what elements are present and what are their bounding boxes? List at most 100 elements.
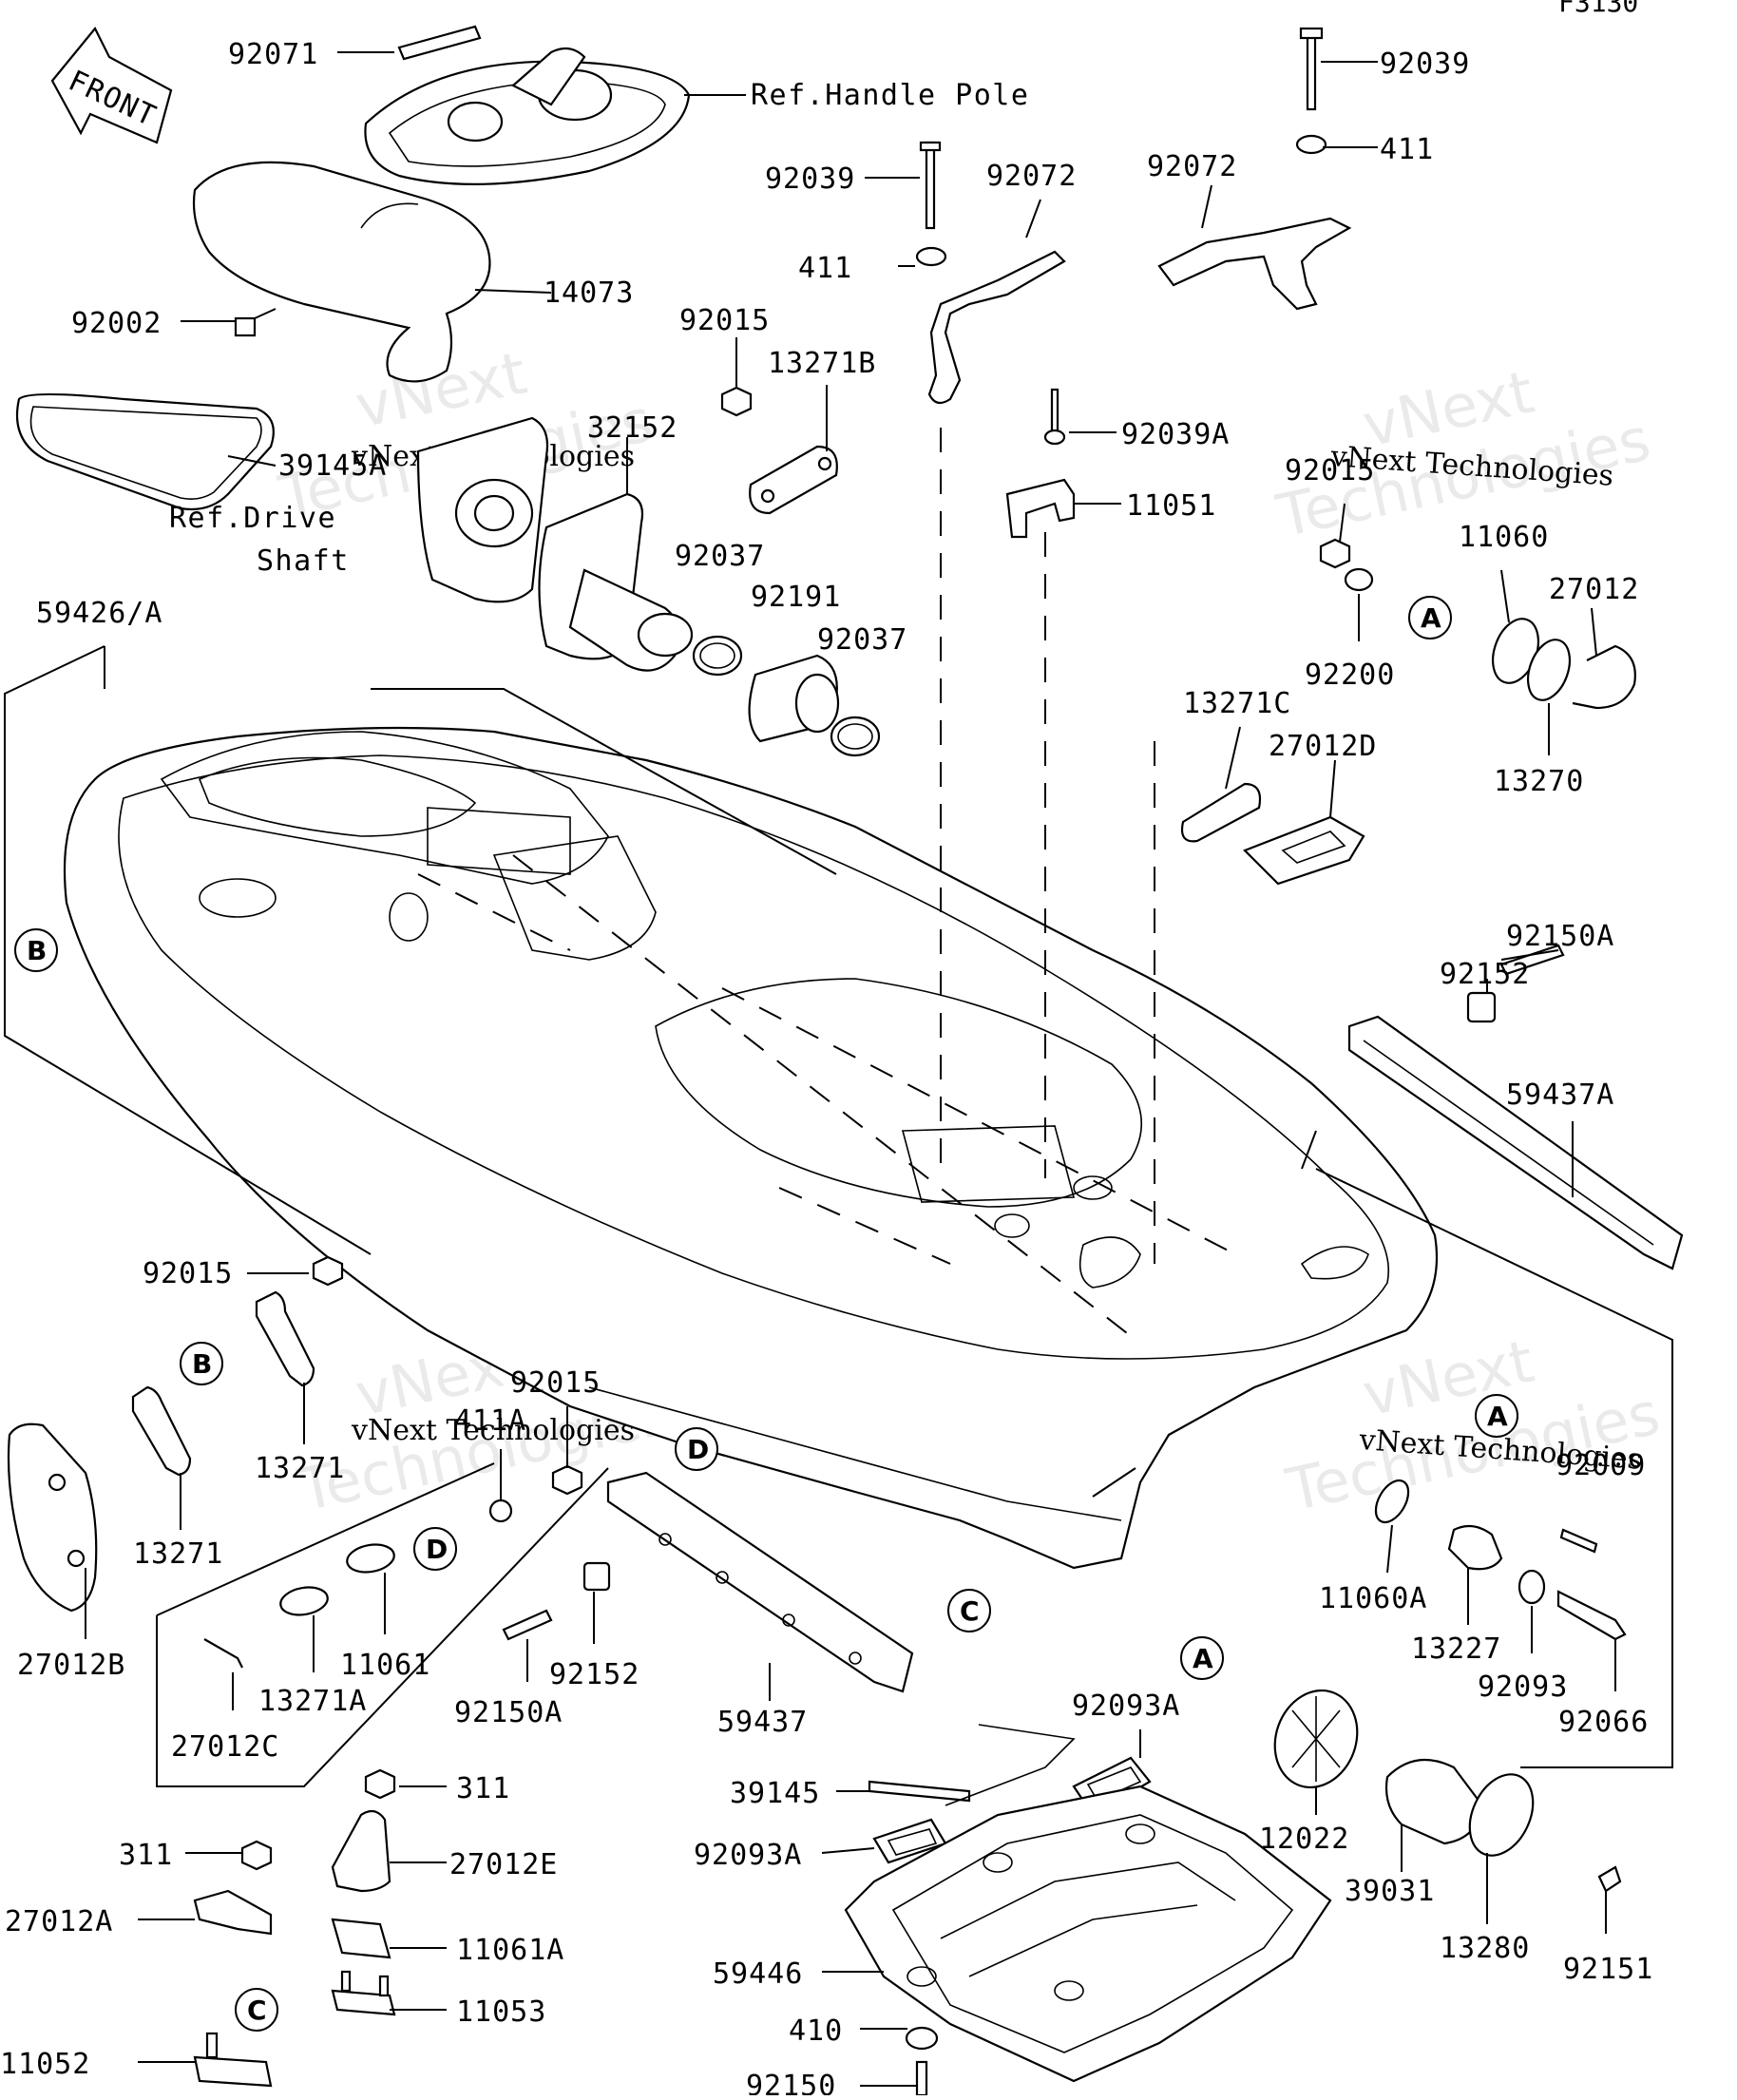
nut-311-b-part: [240, 1840, 273, 1871]
label-92093a-left: 92093A: [694, 1839, 802, 1872]
seal-92071-part: [397, 25, 482, 61]
label-92093a-right: 92093A: [1072, 1690, 1180, 1723]
front-arrow-icon: FRONT: [50, 26, 173, 144]
label-13280: 13280: [1440, 1932, 1530, 1965]
svg-text:vNext Technologies: vNext Technologies: [351, 1414, 635, 1447]
label-410: 410: [789, 2014, 843, 2048]
label-92072-right: 92072: [1147, 150, 1237, 183]
bolt-92150-part: [915, 2060, 928, 2097]
figure-code: F3130: [1558, 0, 1638, 18]
bracket-11052-part: [193, 2032, 273, 2088]
ref-shaft-label: Shaft: [257, 544, 350, 578]
washer-92093-part: [1517, 1569, 1546, 1605]
callout-a-right: A: [1475, 1394, 1518, 1438]
label-13270: 13270: [1494, 765, 1584, 798]
label-13271-a: 13271: [255, 1452, 345, 1485]
label-92009: 92009: [1556, 1449, 1646, 1482]
cap-13280-part: [1468, 1773, 1535, 1857]
gasket-13270-part: [1526, 639, 1572, 701]
spacer-92152-right-part: [1466, 991, 1497, 1023]
ride-plate-59446-part: [844, 1785, 1332, 2083]
pad-13271b-part: [749, 445, 838, 515]
callout-c-mid: C: [947, 1589, 991, 1632]
label-92093: 92093: [1478, 1670, 1568, 1704]
rub-rail-59437-part: [606, 1471, 914, 1693]
label-13271a: 13271A: [258, 1685, 367, 1718]
label-59446: 59446: [713, 1957, 803, 1991]
label-13271c: 13271C: [1183, 687, 1291, 720]
seal-39145-part: [868, 1724, 1076, 1806]
nut-92015-c-part: [312, 1255, 344, 1287]
label-92002: 92002: [71, 307, 162, 340]
washer-411-mid-part: [915, 246, 947, 267]
label-59426a: 59426/A: [36, 597, 162, 630]
hull-part: [63, 726, 1439, 1570]
nut-92015-d-part: [551, 1464, 583, 1496]
leader-lines: [4, 51, 1673, 2087]
duct-part: [538, 492, 694, 672]
bracket-92072-left-part: [927, 250, 1066, 405]
label-11061a: 11061A: [456, 1934, 564, 1967]
label-39145a: 39145A: [278, 449, 387, 483]
label-411a: 411A: [454, 1404, 526, 1438]
label-92037-b: 92037: [817, 623, 907, 657]
hose-92191-part: [748, 654, 840, 743]
hood-part: [192, 161, 491, 383]
label-39031: 39031: [1345, 1875, 1435, 1908]
label-92071: 92071: [228, 38, 318, 71]
valve-11060a-part: [1374, 1479, 1410, 1524]
screw-92151-part: [1597, 1865, 1622, 1893]
screw-92002-part: [234, 308, 277, 337]
ref-handle-pole-label: Ref.Handle Pole: [751, 79, 1029, 112]
svg-text:D: D: [426, 1534, 448, 1565]
label-92152-left: 92152: [549, 1658, 639, 1691]
label-92015-b: 92015: [1285, 454, 1375, 487]
label-411-top: 411: [1380, 133, 1434, 166]
svg-text:A: A: [1487, 1401, 1508, 1432]
label-13271b: 13271B: [768, 347, 876, 380]
label-92037-a: 92037: [675, 540, 765, 573]
label-12022: 12022: [1259, 1823, 1349, 1856]
label-411-mid: 411: [798, 252, 852, 285]
clamp-92037-a-part: [692, 635, 743, 677]
bracket-11051-part: [1005, 478, 1076, 539]
label-27012e: 27012E: [449, 1848, 558, 1881]
label-311-b: 311: [119, 1839, 173, 1872]
gasket-13271a-part: [279, 1586, 329, 1616]
grate-12022-part: [1273, 1689, 1359, 1789]
bolt-92039-top-part: [1299, 27, 1324, 111]
callout-d-left: D: [413, 1527, 457, 1571]
label-13227: 13227: [1411, 1632, 1501, 1666]
nut-311-a-part: [364, 1768, 396, 1800]
label-59437a: 59437A: [1506, 1079, 1614, 1112]
cover-27012b-part: [7, 1422, 98, 1613]
label-11052: 11052: [0, 2048, 90, 2081]
callout-b-left: B: [14, 928, 58, 972]
label-13271-b: 13271: [133, 1537, 223, 1571]
cleat-27012d-part: [1243, 815, 1365, 886]
strap-13271-b-part: [131, 1385, 192, 1477]
label-92066: 92066: [1558, 1706, 1649, 1739]
nut-92015-b-part: [1319, 538, 1351, 569]
label-11060a: 11060A: [1319, 1582, 1427, 1615]
label-92015-d: 92015: [510, 1366, 601, 1400]
label-39145: 39145: [730, 1777, 820, 1810]
rub-rail-59437a-part: [1347, 1015, 1684, 1270]
callout-a-bottom: A: [1180, 1636, 1224, 1680]
washer-92200-part: [1344, 567, 1374, 592]
bolt-92066-part: [1556, 1590, 1627, 1641]
callout-c-bottom: C: [235, 1988, 278, 2032]
label-27012d: 27012D: [1269, 730, 1377, 763]
label-27012c: 27012C: [171, 1730, 279, 1764]
screw-92009-part: [1559, 1528, 1598, 1554]
nut-92015-a-part: [720, 386, 753, 417]
label-11060: 11060: [1459, 521, 1549, 554]
label-27012a: 27012A: [5, 1905, 113, 1938]
label-92150: 92150: [746, 2070, 836, 2095]
bracket-11053-part: [331, 1970, 396, 2016]
washer-411-top-part: [1295, 134, 1327, 155]
bolt-92039a-part: [1043, 388, 1066, 446]
callout-d-mid: D: [675, 1427, 718, 1471]
plate-11061-part: [346, 1543, 395, 1574]
